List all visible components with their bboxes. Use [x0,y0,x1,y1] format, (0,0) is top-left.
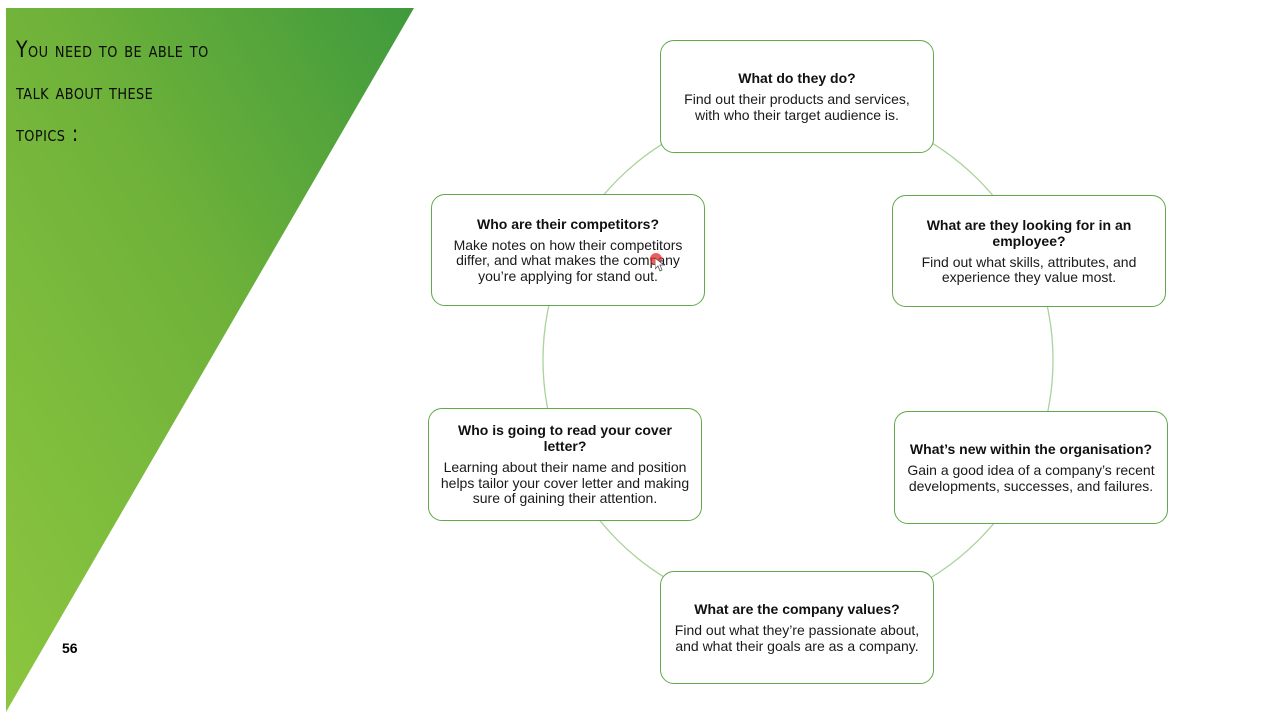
topic-box-what-do-they-do: What do they do? Find out their products… [660,40,934,153]
title-line-3: topics : [16,122,79,147]
topic-body: Make notes on how their competitors diff… [453,236,683,284]
mouse-cursor-icon [655,258,665,272]
topic-body: Learning about their name and position h… [440,459,690,507]
topic-body: Find out their products and services, wi… [684,91,910,123]
title-line-1: You need to be able to [16,38,209,63]
title-line-2: talk about these [16,80,154,105]
topic-heading: What are the company values? [694,601,900,617]
topic-box-cover-letter: Who is going to read your cover letter? … [428,408,702,521]
topic-heading: What’s new within the organisation? [909,441,1153,457]
topic-heading: What do they do? [738,70,856,86]
green-triangle-decoration [6,8,414,712]
topic-heading: Who is going to read your cover letter? [458,422,672,455]
topic-box-whats-new: What’s new within the organisation? Gain… [894,411,1168,524]
topic-body: Find out what skills, attributes, and ex… [921,253,1137,285]
pen-icon[interactable] [22,700,38,714]
topic-heading: What are they looking for in an employee… [926,216,1132,249]
next-arrow-icon[interactable] [74,700,90,714]
menu-icon[interactable] [48,700,64,714]
topic-body: Gain a good idea of a company’s recent d… [907,462,1155,494]
topic-box-competitors: Who are their competitors? Make notes on… [431,194,705,306]
topic-box-employee: What are they looking for in an employee… [892,195,1166,307]
page-number: 56 [62,640,78,656]
topic-heading: Who are their competitors? [476,215,660,232]
slide-title: You need to be able to talk about these … [16,30,257,156]
topic-box-company-values: What are the company values? Find out wh… [660,571,934,684]
slideshow-toolbar [22,700,90,714]
topic-body: Find out what they’re passionate about, … [674,622,920,654]
